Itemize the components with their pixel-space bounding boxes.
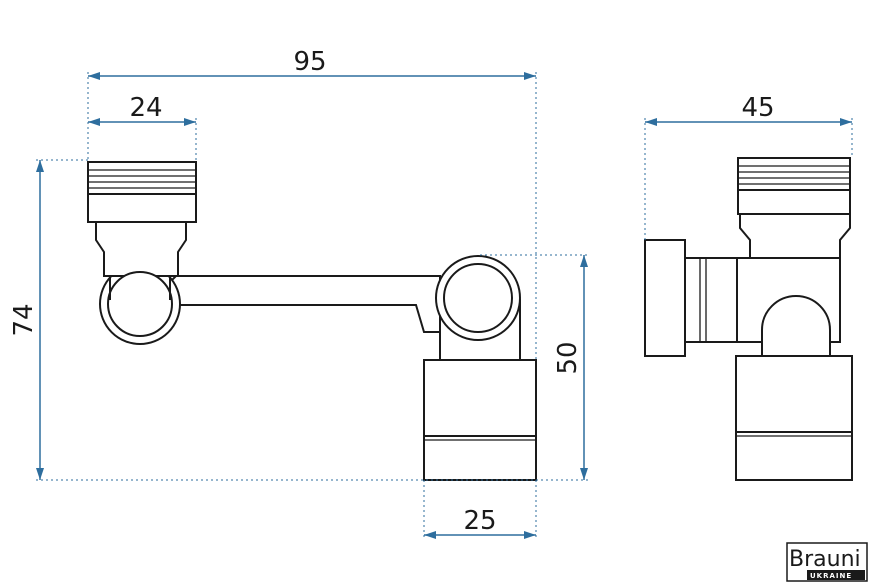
dimension-50: 50 [553,255,588,480]
dim-label-24: 24 [129,93,162,123]
right-outlet-nut [423,359,537,481]
dim-label-95: 95 [293,47,326,77]
connecting-arm [169,275,441,333]
left-elbow [95,221,187,345]
front-view [87,161,537,481]
right-elbow [435,255,521,361]
logo-brand-name: Brauni [789,547,861,572]
side-view [644,157,853,481]
dimension-24: 24 [88,93,196,126]
dimension-74: 74 [9,160,44,480]
extension-lines [36,72,853,540]
dim-label-45: 45 [741,93,774,123]
dimension-25: 25 [424,506,536,539]
dimension-45: 45 [645,93,852,126]
dimension-95: 95 [88,47,536,80]
logo-country: UKRAINE [810,572,852,580]
dim-label-74: 74 [9,303,39,336]
dim-label-25: 25 [463,506,496,536]
dim-label-50: 50 [553,341,583,374]
brauni-logo: Brauni UKRAINE [786,542,868,582]
left-threaded-inlet [87,161,197,223]
